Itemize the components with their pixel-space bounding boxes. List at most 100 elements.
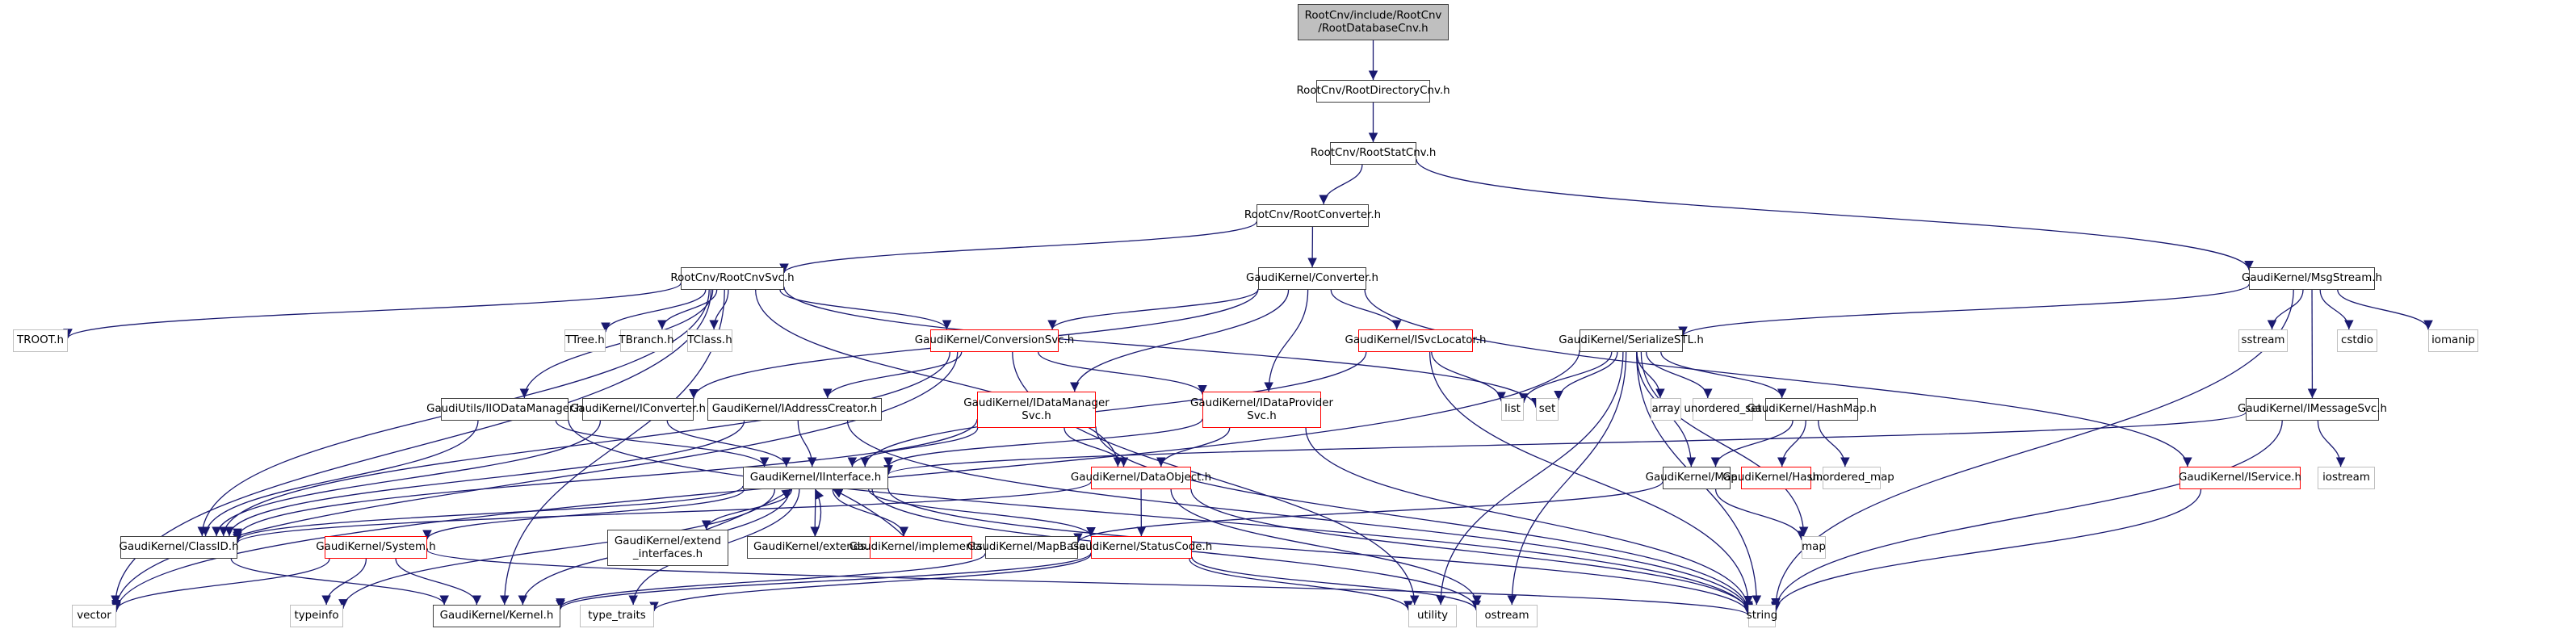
node-array[interactable]: array xyxy=(1651,398,1681,421)
edge-isvcloc-to-iinterface xyxy=(860,351,1367,467)
edge-hashmap-to-maph xyxy=(1710,420,1794,467)
edge-serstl-to-list xyxy=(1519,351,1613,403)
node-ttree[interactable]: TTree.h xyxy=(564,329,606,352)
node-tbranch[interactable]: TBranch.h xyxy=(619,329,674,352)
node-utility[interactable]: utility xyxy=(1408,605,1457,627)
node-vector[interactable]: vector xyxy=(72,605,116,627)
edge-msgstream-to-cstdio xyxy=(2319,289,2354,330)
edge-rootcnvsvc-to-tbranch xyxy=(657,289,718,330)
edge-imsgsvc-to-string xyxy=(1771,420,2283,611)
node-mapbase[interactable]: GaudiKernel/MapBase.h xyxy=(967,536,1096,559)
node-extendif[interactable]: GaudiKernel/extend _interfaces.h xyxy=(607,530,728,566)
edge-maph-to-mapbase xyxy=(1073,481,1663,543)
edge-msgstream-to-string xyxy=(1771,289,2294,608)
edge-statuscode-to-kernel xyxy=(556,552,1092,610)
edge-idps-to-iinterface xyxy=(883,418,1203,467)
edge-iinterface-to-statuscode xyxy=(868,488,1096,537)
node-list[interactable]: list xyxy=(1501,398,1524,421)
node-rootdir[interactable]: RootCnv/RootDirectoryCnv.h xyxy=(1296,80,1450,103)
node-iomanip[interactable]: iomanip xyxy=(2428,329,2478,352)
node-sstream[interactable]: sstream xyxy=(2238,329,2288,352)
edge-serstl-to-uset xyxy=(1646,351,1713,399)
node-rootstat[interactable]: RootCnv/RootStatCnv.h xyxy=(1311,142,1436,165)
node-cstdio[interactable]: cstdio xyxy=(2337,329,2377,352)
edge-iaddr-to-classid xyxy=(224,420,745,537)
edge-serstl-to-ostream xyxy=(1507,351,1627,606)
node-rootcnvsvc[interactable]: RootCnv/RootCnvSvc.h xyxy=(670,267,795,290)
node-iservice[interactable]: GaudiKernel/IService.h xyxy=(2179,467,2301,489)
node-msgstream[interactable]: GaudiKernel/MsgStream.h xyxy=(2242,267,2382,290)
node-hash[interactable]: GaudiKernel/Hash.h xyxy=(1722,467,1830,489)
edge-hashmap-to-hash xyxy=(1777,420,1806,467)
node-hashmap[interactable]: GaudiKernel/HashMap.h xyxy=(1747,398,1877,421)
node-dataobj[interactable]: GaudiKernel/DataObject.h xyxy=(1071,467,1211,489)
edge-idps-to-dataobj xyxy=(1156,427,1231,467)
edge-idps-to-string xyxy=(1305,427,1753,610)
edge-idms-to-iinterface xyxy=(847,427,979,467)
edge-implements-to-iinterface xyxy=(832,488,904,537)
node-serstl[interactable]: GaudiKernel/SerializeSTL.h xyxy=(1559,329,1704,352)
node-iaddr[interactable]: GaudiKernel/IAddressCreator.h xyxy=(707,398,882,421)
node-troot[interactable]: TROOT.h xyxy=(13,329,68,352)
edge-iservice-to-string xyxy=(1771,488,2202,613)
node-typetraits[interactable]: type_traits xyxy=(580,605,654,627)
node-uset[interactable]: unordered_set xyxy=(1684,398,1762,421)
node-string[interactable]: string xyxy=(1747,605,1777,627)
node-classid[interactable]: GaudiKernel/ClassID.h xyxy=(119,536,239,559)
node-rootdb[interactable]: RootCnv/include/RootCnv /RootDatabaseCnv… xyxy=(1298,4,1449,40)
edge-msgstream-to-iomanip xyxy=(2337,289,2433,330)
node-map[interactable]: map xyxy=(1802,536,1826,559)
node-idms[interactable]: GaudiKernel/IDataManager Svc.h xyxy=(963,392,1110,428)
edge-iinterface-to-system xyxy=(422,488,745,540)
edge-iaddr-to-iinterface xyxy=(797,420,817,467)
node-tclass[interactable]: TClass.h xyxy=(687,329,732,352)
edge-converter-to-convsvc xyxy=(1047,288,1259,330)
node-umap[interactable]: unordered_map xyxy=(1809,467,1894,489)
edge-serstl-to-map xyxy=(1640,351,1809,537)
edge-dataobj-to-ostream xyxy=(1170,488,1482,606)
node-isvcloc[interactable]: GaudiKernel/ISvcLocator.h xyxy=(1345,329,1487,352)
edge-extends-to-iinterface xyxy=(814,488,824,537)
node-idps[interactable]: GaudiKernel/IDataProvider Svc.h xyxy=(1190,392,1333,428)
node-extends[interactable]: GaudiKernel/extends.h xyxy=(747,536,883,559)
edge-convsvc-to-vector xyxy=(111,351,959,610)
node-converter[interactable]: GaudiKernel/Converter.h xyxy=(1246,267,1378,290)
edge-imsgsvc-to-iostream xyxy=(2317,420,2346,467)
edge-rootcnvsvc-to-troot xyxy=(63,283,682,339)
node-iiodm[interactable]: GaudiUtils/IIODataManager.h xyxy=(426,398,583,421)
edge-rootcnvsvc-to-dataobj xyxy=(755,289,1123,467)
node-maph[interactable]: GaudiKernel/Map.h xyxy=(1646,467,1747,489)
node-set[interactable]: set xyxy=(1536,398,1559,421)
node-system[interactable]: GaudiKernel/System.h xyxy=(316,536,436,559)
edge-iiodm-to-classid xyxy=(200,420,479,537)
node-implements[interactable]: GaudiKernel/implements.h xyxy=(850,536,992,559)
node-statuscode[interactable]: GaudiKernel/StatusCode.h xyxy=(1071,536,1212,559)
edge-rootcnvsvc-to-tclass xyxy=(709,289,729,330)
edge-maph-to-map xyxy=(1714,488,1806,541)
edge-convsvc-to-classid xyxy=(218,351,950,537)
edge-rootcnvsvc-to-convsvc xyxy=(779,289,952,330)
node-ostream[interactable]: ostream xyxy=(1476,605,1538,627)
edge-mapbase-to-kernel xyxy=(556,553,986,609)
edge-serstl-to-array xyxy=(1636,351,1665,399)
node-kernel[interactable]: GaudiKernel/Kernel.h xyxy=(433,605,560,627)
node-iinterface[interactable]: GaudiKernel/IInterface.h xyxy=(743,467,888,489)
node-typeinfo[interactable]: typeinfo xyxy=(290,605,343,627)
node-iconv[interactable]: GaudiKernel/IConverter.h xyxy=(570,398,706,421)
edge-system-to-vector xyxy=(111,558,330,611)
edge-serstl-to-hashmap xyxy=(1660,351,1787,399)
edge-statuscode-to-ostream xyxy=(1191,556,1481,611)
edge-serstl-to-set xyxy=(1554,351,1618,400)
edge-serstl-to-utility xyxy=(1436,351,1624,606)
node-imsgsvc[interactable]: GaudiKernel/IMessageSvc.h xyxy=(2238,398,2387,421)
edge-converter-to-isvcloc xyxy=(1330,289,1402,330)
edge-hashmap-to-umap xyxy=(1818,420,1850,467)
edge-dataobj-to-classid xyxy=(233,480,1092,544)
node-rootconv[interactable]: RootCnv/RootConverter.h xyxy=(1244,204,1381,227)
node-iostream[interactable]: iostream xyxy=(2318,467,2375,489)
node-convsvc[interactable]: GaudiKernel/ConversionSvc.h xyxy=(915,329,1074,352)
edge-statuscode-to-utility xyxy=(1189,558,1413,611)
edge-converter-to-idps xyxy=(1264,289,1309,392)
edge-iaddr-to-string xyxy=(846,420,1753,614)
edge-converter-to-idms xyxy=(1069,289,1290,392)
